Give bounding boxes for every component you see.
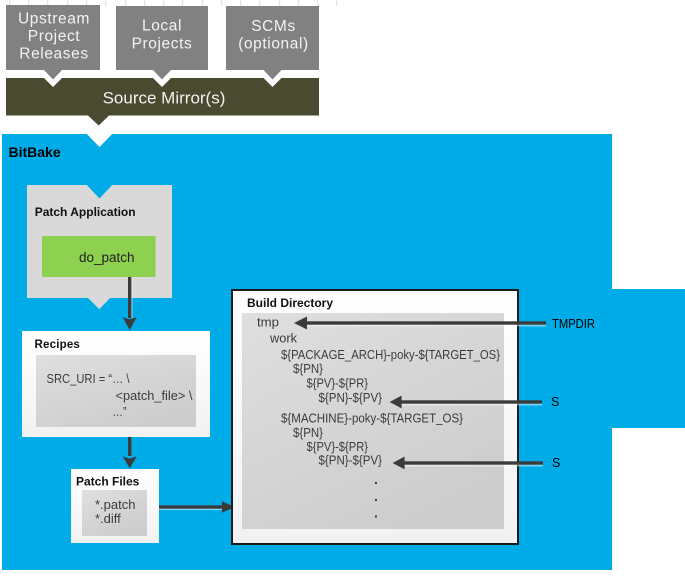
svg-text:.: . [374, 488, 378, 504]
svg-text:.: . [374, 505, 378, 521]
svg-text:Projects: Projects [132, 36, 193, 53]
svg-text:Upstream: Upstream [18, 11, 90, 28]
svg-text:Recipes: Recipes [35, 339, 81, 351]
svg-text:${PN}-${PV}: ${PN}-${PV} [319, 391, 383, 405]
svg-text:Patch Files: Patch Files [76, 475, 140, 489]
svg-text:${PV}-${PR}: ${PV}-${PR} [307, 377, 369, 391]
svg-text:${PN}-${PV}: ${PN}-${PV} [319, 454, 383, 468]
svg-text:Releases: Releases [19, 46, 88, 63]
svg-text:Source Mirror(s): Source Mirror(s) [103, 89, 226, 108]
svg-text:SRC_URI = “… \: SRC_URI = “… \ [47, 372, 130, 386]
svg-text:${MACHINE}-poky-${TARGET_OS}: ${MACHINE}-poky-${TARGET_OS} [281, 411, 463, 425]
svg-text:${PN}: ${PN} [293, 362, 323, 376]
svg-text:S: S [551, 395, 559, 409]
svg-text:Build Directory: Build Directory [247, 296, 333, 310]
svg-text:*.patch: *.patch [95, 497, 135, 512]
svg-text:SCMs: SCMs [251, 18, 296, 35]
svg-text:<patch_file> \: <patch_file> \ [116, 389, 194, 403]
svg-text:Local: Local [142, 18, 182, 35]
svg-text:${PN}: ${PN} [293, 426, 323, 440]
svg-text:${PV}-${PR}: ${PV}-${PR} [307, 440, 369, 454]
svg-text:*.diff: *.diff [95, 511, 121, 526]
svg-text:do_patch: do_patch [79, 250, 135, 265]
svg-text:Project: Project [28, 28, 81, 45]
svg-text:work: work [269, 332, 298, 346]
svg-text:tmp: tmp [257, 316, 279, 330]
svg-text:.: . [374, 471, 378, 487]
svg-text:…”: …” [113, 405, 127, 419]
svg-text:S: S [552, 456, 560, 470]
svg-text:(optional): (optional) [238, 36, 309, 53]
svg-text:Patch Application: Patch Application [35, 205, 136, 219]
svg-text:BitBake: BitBake [9, 144, 61, 160]
svg-text:${PACKAGE_ARCH}-poky-${TARGET_: ${PACKAGE_ARCH}-poky-${TARGET_OS} [281, 348, 500, 362]
svg-text:TMPDIR: TMPDIR [552, 317, 595, 331]
